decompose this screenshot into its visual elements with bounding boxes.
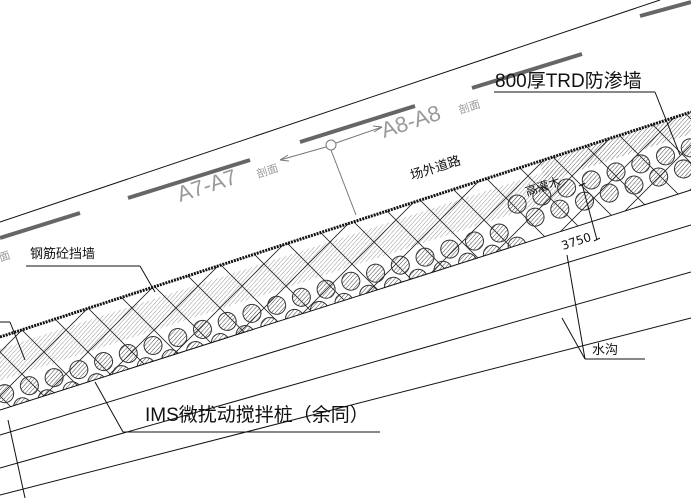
trd-wall-label: 800厚TRD防渗墙 — [495, 70, 642, 92]
tree-circle — [242, 303, 262, 323]
ims-pile-label: IMS微扰动搅拌桩（余同） — [145, 404, 369, 426]
tree-circle — [341, 271, 361, 291]
ditch-leader — [561, 254, 645, 360]
tree-circle — [390, 255, 410, 275]
tree-circle — [19, 376, 39, 396]
section-marker — [279, 125, 383, 216]
tree-circle — [143, 336, 163, 356]
tree-circle — [415, 247, 435, 267]
tree-circle — [168, 327, 188, 347]
tree-circle — [656, 146, 676, 166]
tree-circle — [599, 183, 619, 203]
tree-circle — [649, 167, 669, 187]
tree-circle — [291, 287, 311, 307]
tree-circle — [44, 368, 64, 388]
tree-circle — [673, 159, 691, 179]
lane-markings — [0, 0, 691, 240]
tree-circle — [557, 178, 577, 198]
tree-circle — [217, 311, 237, 331]
tree-circle — [631, 154, 651, 174]
tree-circle — [624, 175, 644, 195]
retaining-wall-line — [0, 110, 691, 339]
road-edge-lines — [0, 0, 661, 223]
outside-road-label: 场外道路 — [408, 153, 462, 184]
tree-circle — [118, 344, 138, 364]
tree-circle — [69, 360, 89, 380]
dimension-value: 3750 — [560, 230, 593, 253]
retaining-wall-leader — [26, 265, 156, 293]
tree-circle — [525, 207, 545, 227]
tree-circle — [532, 186, 552, 206]
tree-circle — [366, 263, 386, 283]
tree-circle — [440, 239, 460, 259]
ditch-label: 水沟 — [592, 343, 618, 358]
hedge-strip — [0, 166, 571, 387]
ims-pile-leader — [0, 321, 380, 433]
tree-circle — [581, 170, 601, 190]
tree-circle — [316, 279, 336, 299]
retaining-wall-label: 钢筋砼挡墙 — [30, 246, 95, 262]
tree-circle — [507, 194, 527, 214]
trd-wall-leader — [494, 91, 681, 156]
dimension-3750 — [578, 182, 601, 242]
tree-circle — [489, 223, 509, 243]
left-section-suffix: 剖面 — [0, 248, 12, 268]
tree-circle — [94, 352, 114, 372]
band-lower-edge — [0, 189, 691, 411]
tree-circle — [192, 319, 212, 339]
section-a8-suffix: 剖面 — [457, 97, 482, 117]
section-a7-label: A7-A7 — [174, 164, 240, 207]
tree-circle — [267, 295, 287, 315]
tree-circle — [680, 138, 691, 158]
tall-shrub-strip — [538, 112, 691, 182]
tree-circle — [575, 191, 595, 211]
tree-circle — [0, 384, 15, 404]
shrub-hatch-strip — [0, 112, 691, 387]
tree-circle — [550, 199, 570, 219]
section-a7-suffix: 剖面 — [255, 161, 280, 181]
tree-circle — [464, 231, 484, 251]
tree-circle — [606, 162, 626, 182]
planting-band — [0, 112, 691, 410]
